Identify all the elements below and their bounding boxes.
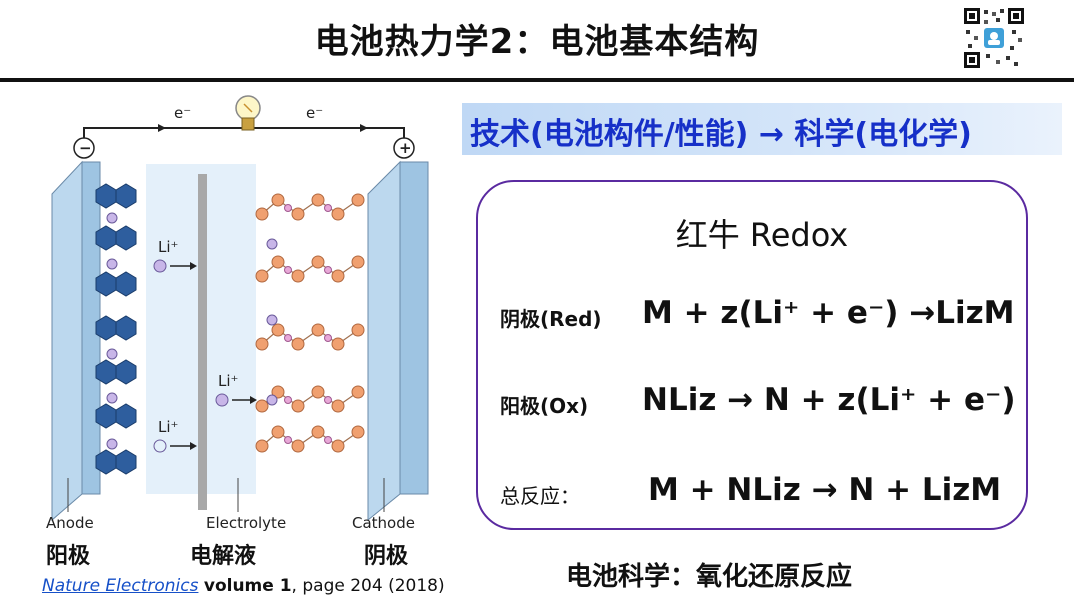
anode-graphite-layers [95,183,137,475]
li-ion-label: Li⁺ [158,418,179,436]
electron-arrow-icon [360,124,368,132]
plus-sign: + [399,139,412,157]
migrating-lithium-ion [153,259,197,273]
electrolyte-label-cn: 电解液 [190,544,257,569]
cathode-layers [255,193,365,453]
reaction-equation-cathode: M + z(Li⁺ + e⁻) →LizM [642,295,1015,331]
cathode-label-cn: 阴极 [364,544,409,569]
reaction-equation-total: M + NLiz → N + LizM [648,472,1002,508]
subtitle: 技术(电池构件/性能) → 科学(电化学) [470,117,972,152]
anode-label: Anode [46,514,94,532]
page-title: 电池热力学2：电池基本结构 [314,22,760,62]
reaction-label-anode: 阳极(Ox) [500,394,589,418]
li-ion-label: Li⁺ [218,372,239,390]
reaction-label-cathode: 阴极(Red) [500,307,602,331]
migrating-lithium-ion [215,393,257,407]
battery-diagram [51,95,429,522]
anode-label-cn: 阳极 [46,544,91,569]
electron-arrow-icon [158,124,166,132]
positive-terminal-icon [393,137,415,159]
redox-box [476,180,1028,530]
lithium-ions-anode [106,212,118,450]
separator [198,174,207,510]
citation-volume: volume 1 [203,576,292,596]
anode-collector [51,160,83,522]
footer-caption: 电池科学：氧化还原反应 [566,562,853,592]
journal-link[interactable]: Nature Electronics [42,576,199,596]
subtitle-band [462,103,1062,155]
reaction-equation-anode: NLiz → N + z(Li⁺ + e⁻) [642,382,1016,418]
electron-label: e⁻ [306,104,324,122]
light-bulb-icon [235,95,261,131]
negative-terminal-icon [73,137,95,159]
cathode-collector [367,160,401,522]
migrating-lithium-ion [153,439,197,453]
citation: Nature Electronics volume 1, page 204 (2… [42,576,445,596]
citation-details: , page 204 (2018) [291,576,445,596]
reaction-label-total: 总反应： [500,484,580,508]
qr-code-icon [962,6,1026,70]
title-divider [0,78,1074,82]
cathode-label: Cathode [352,514,415,532]
electron-label: e⁻ [174,104,192,122]
redox-title: 红牛 Redox [675,216,849,254]
li-ion-label: Li⁺ [158,238,179,256]
electrolyte-label: Electrolyte [206,514,287,532]
minus-sign: − [79,139,92,157]
lithium-ions-electrolyte [266,238,278,406]
